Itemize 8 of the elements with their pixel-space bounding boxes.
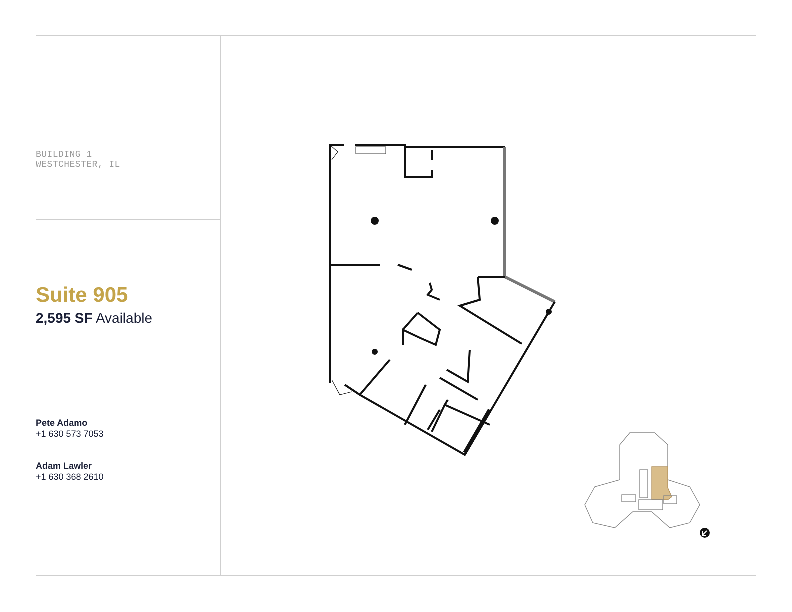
contact-name: Adam Lawler [36,461,92,472]
phone-number: +1 630 368 2610 [36,472,104,483]
address-text: WESTCHESTER, IL [36,160,120,170]
area-text: 2,595 SF Available [36,310,153,326]
phone-number: +1 630 573 7053 [36,429,104,440]
contact-name: Pete Adamo [36,418,88,429]
suite-title: Suite 905 [36,284,128,308]
address-text: BUILDING 1 [36,150,92,160]
